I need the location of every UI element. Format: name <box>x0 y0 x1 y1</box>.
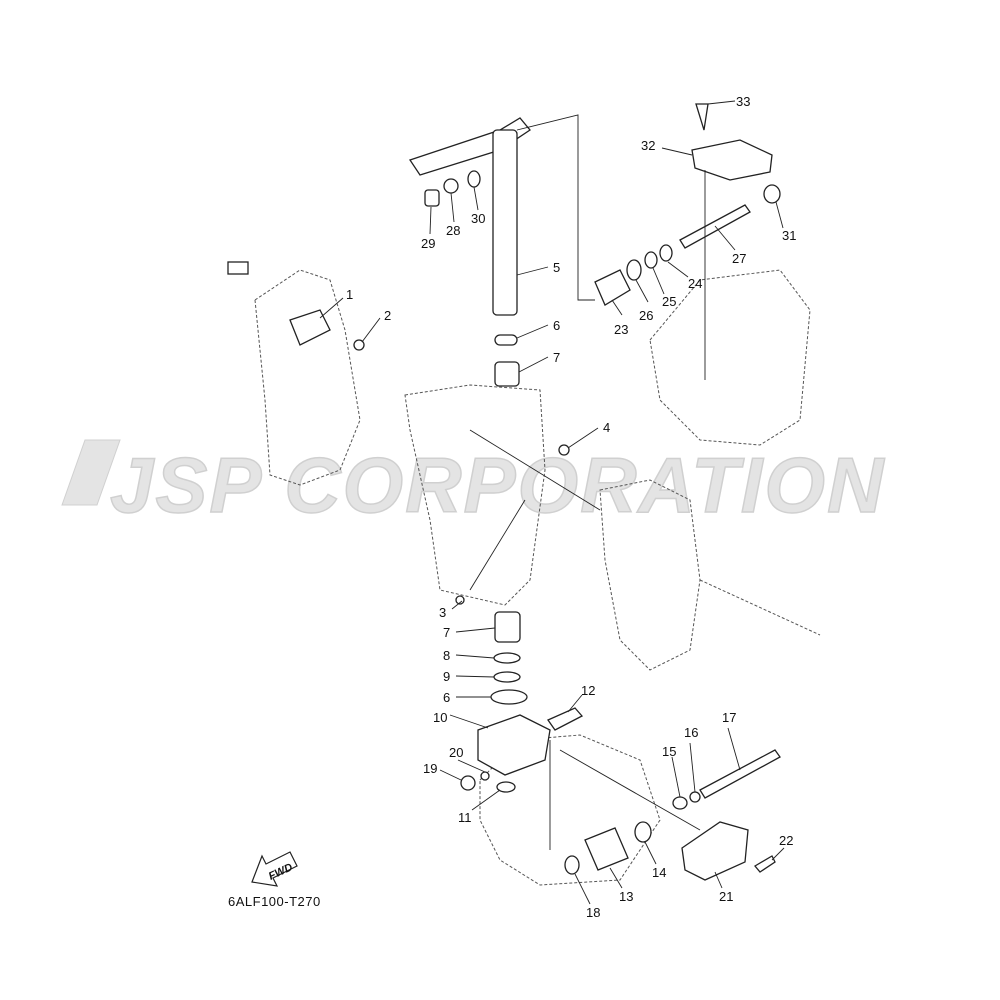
bracket-21 <box>681 821 749 881</box>
callout-7-lower: 7 <box>443 625 450 640</box>
callout-18: 18 <box>586 905 600 920</box>
mount-bracket-10 <box>477 714 551 776</box>
fwd-arrow-icon: FWD <box>251 851 298 887</box>
bolt-33 <box>695 103 709 131</box>
callout-33: 33 <box>736 94 750 109</box>
callout-32: 32 <box>641 138 655 153</box>
mount-13 <box>584 827 629 871</box>
callout-21: 21 <box>719 889 733 904</box>
callout-28: 28 <box>446 223 460 238</box>
callout-27: 27 <box>732 251 746 266</box>
callout-25: 25 <box>662 294 676 309</box>
callout-4: 4 <box>603 420 610 435</box>
callout-11: 11 <box>458 810 472 825</box>
washer-6 <box>494 334 518 346</box>
nut-11 <box>496 781 516 793</box>
callout-15: 15 <box>662 744 676 759</box>
callout-12: 12 <box>581 683 595 698</box>
leader-lines <box>319 100 785 905</box>
callout-5: 5 <box>553 260 560 275</box>
nut-28 <box>443 178 459 194</box>
callout-13: 13 <box>619 889 633 904</box>
callout-23: 23 <box>614 322 628 337</box>
washer-16 <box>689 791 701 803</box>
callout-3: 3 <box>439 605 446 620</box>
callout-17: 17 <box>722 710 736 725</box>
tilt-shaft <box>699 579 821 636</box>
callout-8: 8 <box>443 648 450 663</box>
trim-sensor-1 <box>289 309 331 346</box>
callout-14: 14 <box>652 865 666 880</box>
callout-31: 31 <box>782 228 796 243</box>
callout-29: 29 <box>421 236 435 251</box>
callout-10: 10 <box>433 710 447 725</box>
callout-6-lower: 6 <box>443 690 450 705</box>
bolt-17 <box>699 749 781 799</box>
o-ring-8 <box>493 652 521 664</box>
washer-14 <box>634 821 652 843</box>
washer-18 <box>564 855 580 875</box>
washer-20 <box>480 771 490 781</box>
callout-26: 26 <box>639 308 653 323</box>
diagram-code: 6ALF100-T270 <box>228 894 321 909</box>
washer-25 <box>644 251 658 269</box>
screw-2 <box>353 339 365 351</box>
bushing-7 <box>494 361 520 387</box>
callout-20: 20 <box>449 745 463 760</box>
washer-30 <box>467 170 481 188</box>
lower-mount-housing <box>479 734 661 886</box>
watermark-text: JSP CORPORATION <box>110 441 885 529</box>
callout-6: 6 <box>553 318 560 333</box>
callout-9: 9 <box>443 669 450 684</box>
watermark: JSP CORPORATION <box>61 439 885 530</box>
callout-19: 19 <box>423 761 437 776</box>
callout-30: 30 <box>471 211 485 226</box>
connector <box>227 261 249 275</box>
right-clamp-bracket <box>599 479 701 671</box>
swivel-bracket <box>404 384 546 606</box>
cap-31 <box>763 184 781 204</box>
mount-23 <box>594 269 631 306</box>
left-clamp-bracket <box>254 269 361 486</box>
callouts: 33 32 31 27 24 25 26 23 29 28 30 5 6 7 1… <box>346 94 796 920</box>
callout-16: 16 <box>684 725 698 740</box>
nut-19 <box>460 775 476 791</box>
nut-4 <box>558 444 570 456</box>
bushing-7-lower <box>494 611 521 643</box>
washer-6-lower <box>490 689 528 705</box>
clip-12 <box>547 707 584 731</box>
callout-7: 7 <box>553 350 560 365</box>
callout-1: 1 <box>346 287 353 302</box>
washer-15 <box>672 796 688 810</box>
washer-24 <box>659 244 673 262</box>
callout-22: 22 <box>779 833 793 848</box>
washer-9 <box>493 671 521 683</box>
callout-2: 2 <box>384 308 391 323</box>
bolt-22 <box>754 855 776 873</box>
plug-29 <box>424 189 440 207</box>
washer-26 <box>626 259 642 281</box>
steering-shaft <box>492 129 518 316</box>
screw-3 <box>455 595 465 605</box>
bracket-32 <box>691 139 773 181</box>
callout-24: 24 <box>688 276 702 291</box>
